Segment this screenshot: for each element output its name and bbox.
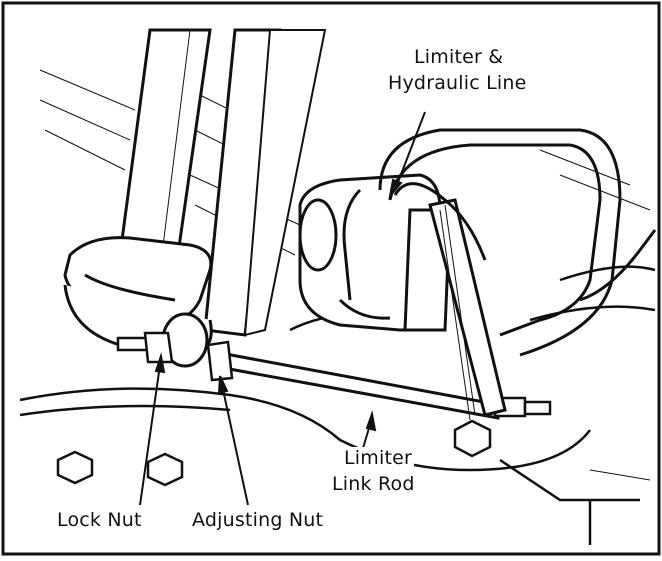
lock-nut-shape <box>143 331 174 364</box>
label-lock-nut: Lock Nut <box>55 509 144 531</box>
label-adjusting-nut: Adjusting Nut <box>190 509 326 531</box>
rod-end-fittings <box>116 331 234 382</box>
limiter-valve <box>298 173 452 332</box>
label-limiter-hydraulic-line-1: Limiter & <box>412 46 506 68</box>
label-limiter-hydraulic-line-2: Hydraulic Line <box>386 72 529 94</box>
adjusting-nut-shape <box>206 340 234 382</box>
shock-absorber <box>116 28 327 337</box>
label-limiter-link-rod-2: Link Rod <box>330 473 417 495</box>
leader-lines <box>139 111 426 506</box>
hydraulic-lines <box>342 128 657 357</box>
bolt-heads <box>56 419 492 487</box>
label-limiter-link-rod-1: Limiter <box>342 447 415 469</box>
tube-clamp <box>63 236 213 368</box>
